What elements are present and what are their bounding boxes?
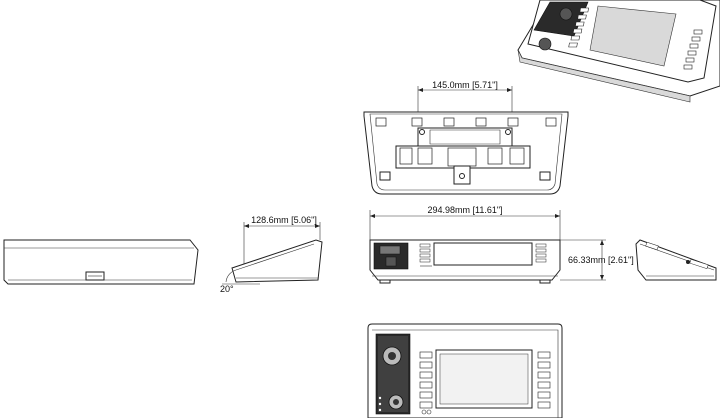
side-view-right — [635, 239, 717, 281]
base-profile-view — [3, 239, 199, 285]
knob-icon — [686, 260, 690, 264]
isometric-view — [517, 0, 720, 103]
bracket-width-label: 145.0mm [5.71"] — [432, 80, 498, 90]
joystick-knob-icon — [538, 37, 552, 51]
rear-view: 145.0mm [5.71"] — [363, 80, 569, 195]
front-view: 294.98mm [11.61"] 66.33mm [2.61"] — [369, 205, 634, 284]
side-view-left: 128.6mm [5.06"] 20° — [220, 215, 323, 294]
tilt-angle-label: 20° — [220, 284, 234, 294]
top-view — [367, 323, 563, 418]
height-label: 66.33mm [2.61"] — [568, 255, 634, 265]
joystick-knob-icon — [559, 7, 573, 21]
depth-label: 128.6mm [5.06"] — [251, 215, 317, 225]
overall-width-label: 294.98mm [11.61"] — [427, 205, 502, 215]
